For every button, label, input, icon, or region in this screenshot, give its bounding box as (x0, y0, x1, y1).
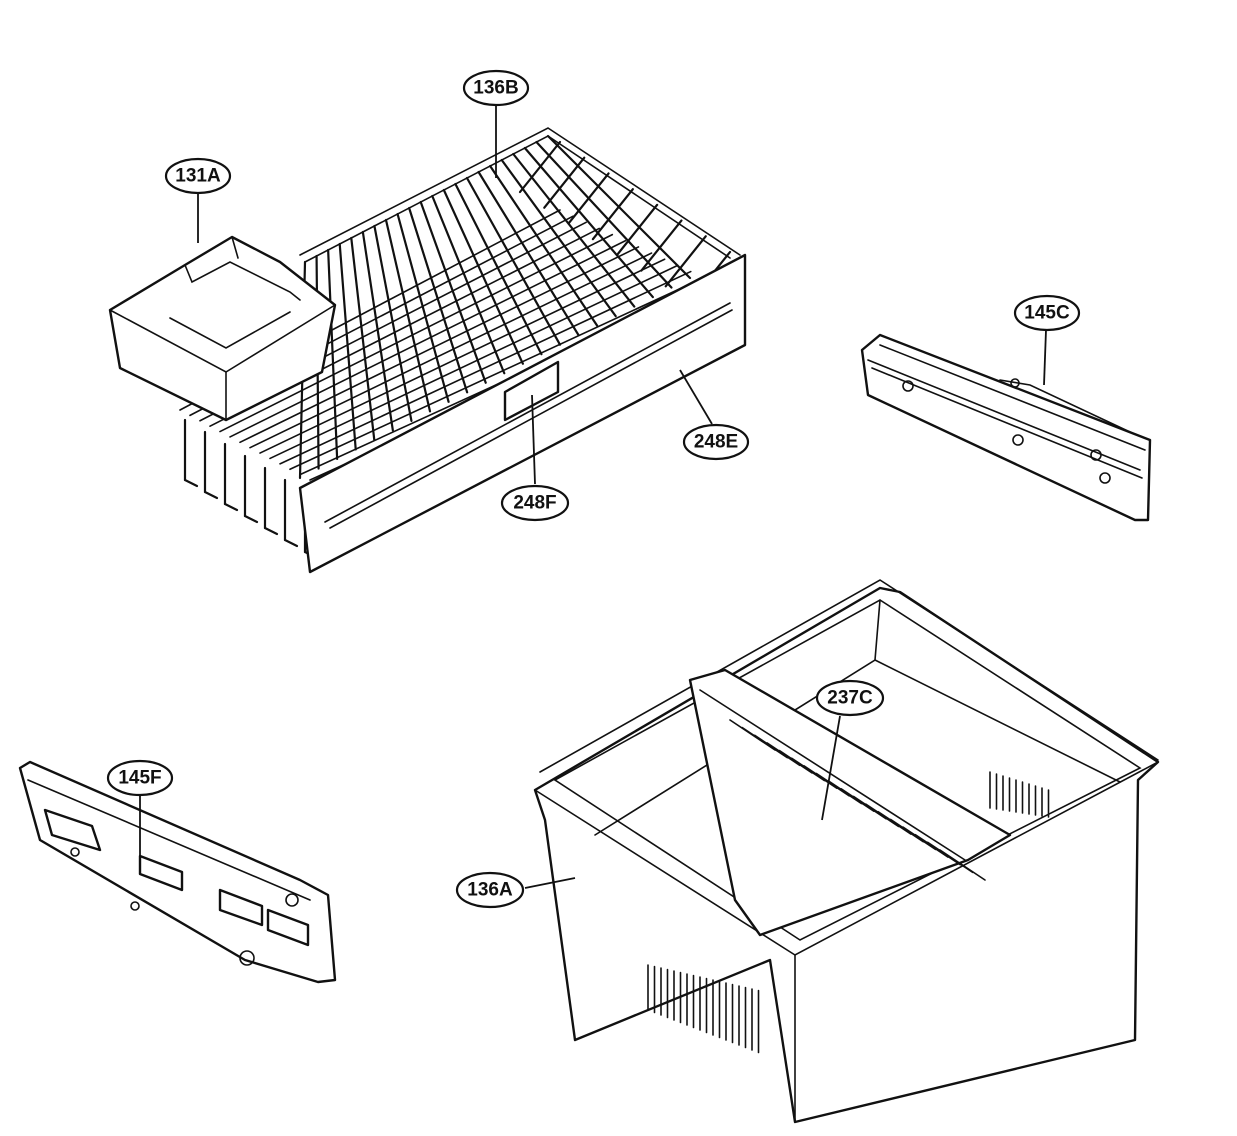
callout-label-145F: 145F (118, 768, 161, 789)
callout-248F: 248F (500, 484, 570, 522)
bracket-145F (18, 760, 337, 984)
callout-248E: 248E (682, 423, 750, 461)
callout-145C: 145C (1013, 294, 1081, 332)
crisper-bin-136A (533, 579, 1160, 1124)
callout-label-136B: 136B (473, 78, 518, 99)
callout-237C: 237C (815, 679, 885, 717)
callout-label-145C: 145C (1024, 303, 1070, 324)
callout-136A: 136A (455, 871, 525, 909)
callout-136B: 136B (462, 69, 530, 107)
callout-label-248F: 248F (513, 493, 556, 514)
wire-basket-136B (179, 127, 747, 574)
callout-label-237C: 237C (827, 688, 873, 709)
callout-145F: 145F (106, 759, 174, 797)
callout-131A: 131A (164, 157, 232, 195)
bracket-145C (860, 333, 1152, 522)
ice-bin-131A (108, 235, 337, 422)
callout-label-136A: 136A (467, 880, 513, 901)
callout-label-248E: 248E (694, 432, 738, 453)
callout-label-131A: 131A (175, 166, 221, 187)
